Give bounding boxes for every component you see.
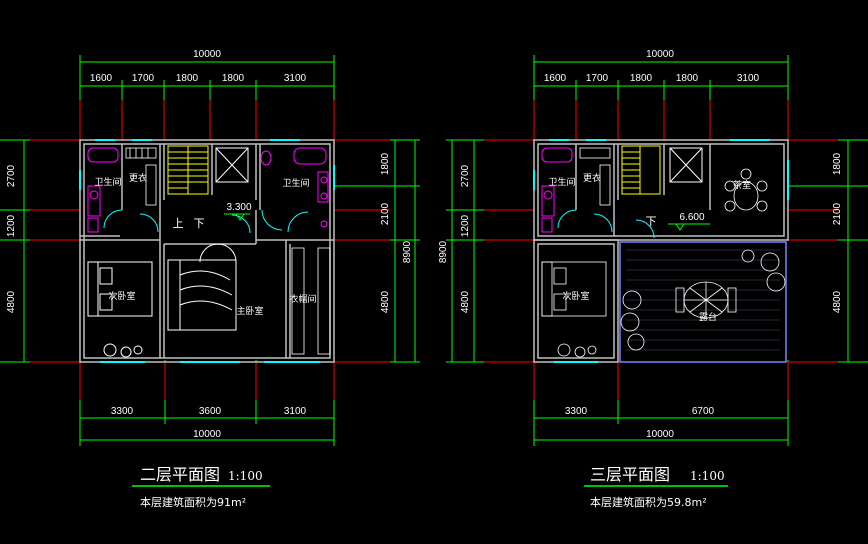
plan3-stair-down-label: 下: [646, 215, 657, 228]
plan2-top-seg-4: 1800: [222, 73, 245, 84]
plan2-left-seg-2: 1200: [6, 214, 17, 237]
plan3-top-total: 10000: [646, 49, 674, 60]
plan-3rd-floor: [446, 55, 868, 446]
plan3-top-seg-1: 1600: [544, 73, 567, 84]
plan2-stair-up-label: 上: [173, 217, 184, 230]
plan2-axis-lines: [30, 100, 390, 400]
plan3-bottom-seg-2: 6700: [692, 406, 715, 417]
plan3-room-second-bedroom: 次卧室: [562, 290, 589, 302]
plan3-top-seg-3: 1800: [630, 73, 653, 84]
plan3-caption-area: 本层建筑面积为59.8m²: [590, 495, 707, 509]
plan3-windows: [533, 139, 789, 363]
plan3-side-dimensions: [446, 139, 868, 363]
plan2-top-seg-3: 1800: [176, 73, 199, 84]
plan3-right-seg-1: 1800: [832, 152, 843, 175]
plan2-bath-fixtures: [87, 147, 329, 233]
plan3-top-seg-5: 3100: [737, 73, 760, 84]
plan3-doors: [557, 209, 655, 239]
plan2-bottom-total: 10000: [193, 429, 221, 440]
plan2-top-seg-1: 1600: [90, 73, 113, 84]
plan3-elevation-symbol: [668, 223, 710, 231]
plan3-top-seg-4: 1800: [676, 73, 699, 84]
plan2-right-total: 8900: [402, 240, 413, 263]
plan3-room-bath-left: 卫生间: [548, 176, 575, 188]
plan3-bath-fixtures: [541, 147, 573, 233]
plan2-windows: [79, 139, 335, 363]
plan3-bottom-total: 10000: [646, 429, 674, 440]
plan3-terrace-deck: [619, 241, 787, 363]
plan3-top-dimensions: [533, 55, 789, 140]
plan3-left-total: 8900: [438, 240, 449, 263]
plan2-right-seg-3: 4800: [380, 290, 391, 313]
plan3-elevator: [669, 147, 703, 183]
plan2-room-walkin-closet: 衣帽间: [289, 293, 316, 305]
plan2-room-closet-small: 更衣: [129, 172, 147, 184]
plan3-caption-scale: 1:100: [690, 469, 725, 483]
plan2-room-second-bedroom: 次卧室: [108, 290, 135, 302]
plan3-elevation-value: 6.600: [679, 212, 704, 223]
plan3-left-seg-2: 1200: [460, 214, 471, 237]
plan2-top-seg-2: 1700: [132, 73, 155, 84]
plan3-walls: [533, 139, 789, 363]
plan2-side-dimensions: [0, 139, 420, 363]
plan2-caption-scale: 1:100: [228, 469, 263, 483]
plan2-bottom-seg-2: 3600: [199, 406, 222, 417]
plan2-stair: [167, 145, 209, 195]
plan3-right-seg-2: 2100: [832, 202, 843, 225]
plan3-left-seg-3: 4800: [460, 290, 471, 313]
plan2-bottom-seg-3: 3100: [284, 406, 307, 417]
plan2-elevation-value: 3.300: [226, 202, 251, 213]
plan2-left-seg-3: 4800: [6, 290, 17, 313]
plan2-top-total: 10000: [193, 49, 221, 60]
plan3-left-seg-1: 2700: [460, 164, 471, 187]
plan2-top-dimensions: [79, 55, 335, 140]
plan3-closets-and-furniture: [541, 147, 768, 358]
plan2-closets: [125, 147, 331, 355]
plan-2nd-floor: [0, 55, 420, 446]
plan3-room-tea-room: 茶室: [733, 179, 751, 191]
plan2-top-seg-5: 3100: [284, 73, 307, 84]
plan2-doors: [103, 209, 309, 234]
plan2-beds: [87, 243, 237, 358]
plan2-elevator: [215, 147, 249, 183]
plan3-room-terrace: 露台: [699, 311, 717, 323]
plan2-walls: [79, 139, 335, 363]
plan2-elevation-symbol: [224, 213, 250, 221]
plan3-right-seg-3: 4800: [832, 290, 843, 313]
plan2-caption-area: 本层建筑面积为91m²: [140, 495, 246, 509]
plan2-right-seg-1: 1800: [380, 152, 391, 175]
plan2-left-seg-1: 2700: [6, 164, 17, 187]
plan3-stair: [621, 145, 661, 195]
plan3-top-seg-2: 1700: [586, 73, 609, 84]
plan2-room-master-bedroom: 主卧室: [236, 305, 263, 317]
plan3-caption-title: 三层平面图: [590, 465, 670, 484]
plan2-right-seg-2: 2100: [380, 202, 391, 225]
plan3-bottom-seg-1: 3300: [565, 406, 588, 417]
plan2-caption-title: 二层平面图: [140, 465, 220, 484]
plan3-axis-lines: [484, 100, 838, 400]
plan2-room-bath-right: 卫生间: [282, 177, 309, 189]
plan2-stair-down-label: 下: [194, 217, 205, 230]
plan3-room-closet-small: 更衣: [583, 172, 601, 184]
plan2-bottom-seg-1: 3300: [111, 406, 134, 417]
plan2-room-bath-left: 卫生间: [94, 176, 121, 188]
